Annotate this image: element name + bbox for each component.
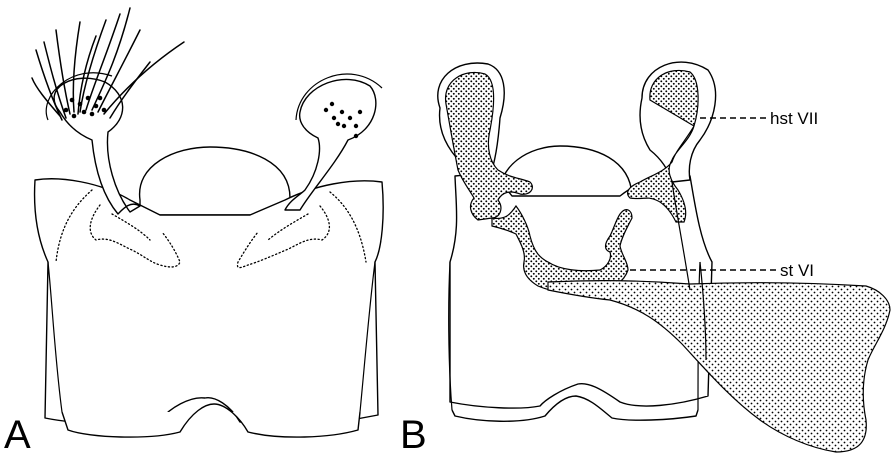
label-st: st VI	[780, 261, 814, 280]
panel-b-drawing	[438, 62, 890, 452]
label-hst-group: hst VII	[700, 109, 818, 128]
label-hst: hst VII	[770, 109, 818, 128]
panel-a-central-lobe	[140, 147, 290, 215]
panel-a-letter: A	[4, 413, 31, 455]
panel-a-body-plate	[35, 179, 384, 425]
panel-a-drawing	[32, 8, 383, 437]
panel-b-letter: B	[400, 413, 427, 455]
